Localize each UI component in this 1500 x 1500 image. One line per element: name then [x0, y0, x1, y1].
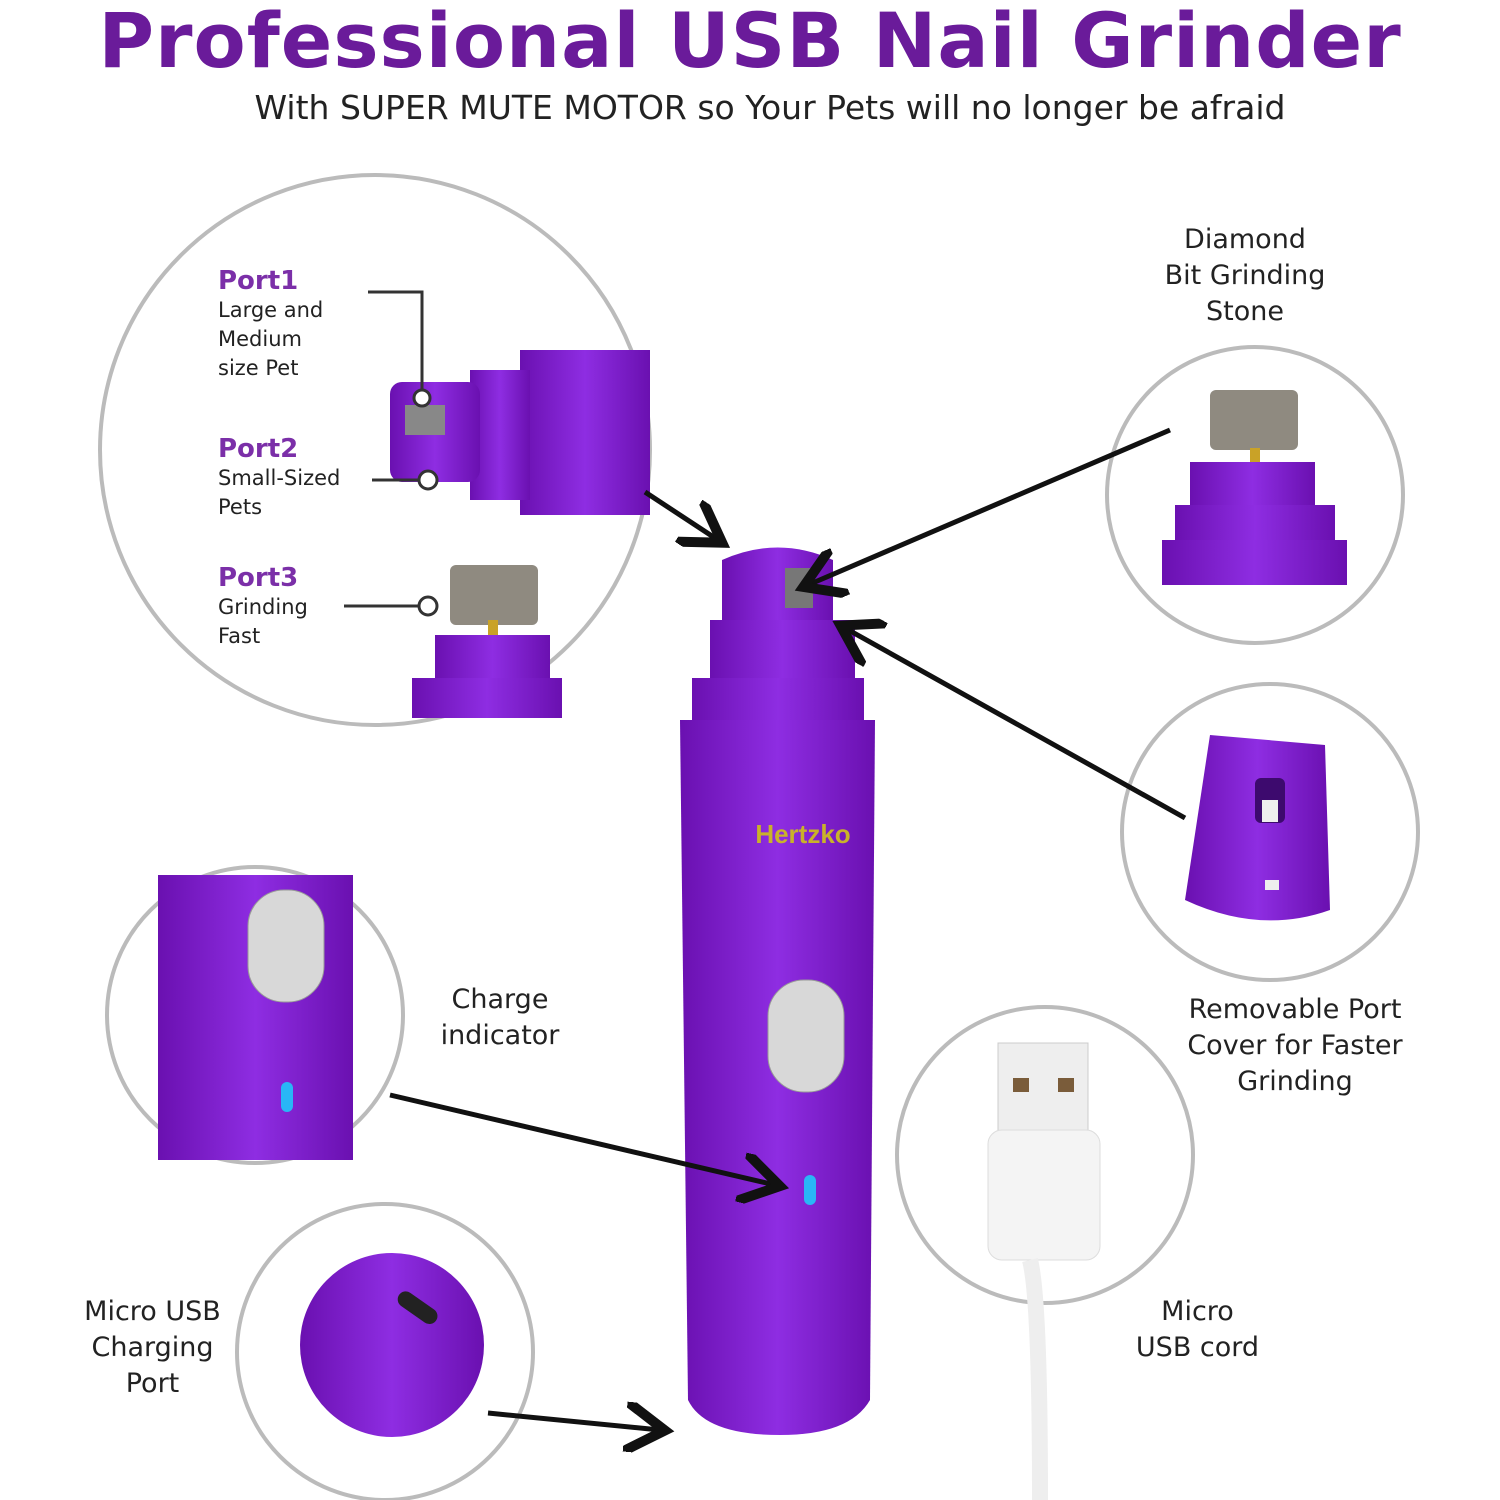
port-cover-label: Removable Port Cover for Faster Grinding: [1150, 992, 1440, 1100]
port3-label: Port3 Grinding Fast: [218, 563, 308, 651]
callout-arrows: [389, 427, 1187, 1430]
label-line: USB cord: [1135, 1332, 1260, 1363]
port1-label: Port1 Large and Medium size Pet: [218, 266, 323, 383]
label-line: Port: [125, 1368, 180, 1399]
usb-port-label: Micro USB Charging Port: [50, 1294, 255, 1402]
label-line: Charging: [91, 1332, 214, 1363]
port-desc: Fast: [218, 624, 261, 648]
port-desc: size Pet: [218, 356, 299, 380]
usb-port-closeup-image: [300, 1253, 484, 1437]
page-title: Professional USB Nail Grinder: [98, 0, 1402, 85]
port-head-image: [390, 350, 650, 718]
label-line: Cover for Faster: [1187, 1030, 1403, 1061]
port-name: Port1: [218, 266, 299, 296]
usb-cord-image: [987, 1042, 1101, 1500]
charge-closeup-image: [158, 875, 353, 1160]
label-line: Stone: [1206, 296, 1284, 327]
label-line: Grinding: [1237, 1066, 1353, 1097]
port-desc: Grinding: [218, 595, 308, 619]
label-line: Removable Port: [1188, 994, 1402, 1025]
nail-grinder-body: Hertzko: [680, 547, 875, 1435]
port2-label: Port2 Small-Sized Pets: [218, 434, 340, 522]
port-leader-lines: [344, 290, 439, 617]
charge-indicator-label: Charge indicator: [400, 982, 600, 1054]
port-name: Port3: [218, 563, 299, 593]
port-desc: Small-Sized: [218, 466, 341, 490]
label-line: Bit Grinding: [1164, 260, 1326, 291]
diamond-bit-image: [1162, 390, 1347, 585]
label-line: Micro: [1161, 1296, 1234, 1327]
port-desc: Pets: [218, 495, 263, 519]
usb-cord-label: Micro USB cord: [1100, 1294, 1295, 1366]
brand-logo: Hertzko: [755, 819, 850, 849]
label-line: Diamond: [1184, 224, 1306, 255]
port-cover-image: [1185, 735, 1330, 921]
label-line: Micro USB: [84, 1296, 221, 1327]
label-line: Charge: [451, 984, 549, 1015]
port-desc: Medium: [218, 327, 302, 351]
port-desc: Large and: [218, 298, 324, 322]
label-line: indicator: [440, 1020, 560, 1051]
page-subtitle: With SUPER MUTE MOTOR so Your Pets will …: [254, 88, 1286, 127]
diamond-bit-label: Diamond Bit Grinding Stone: [1120, 222, 1370, 330]
port-name: Port2: [218, 434, 299, 464]
